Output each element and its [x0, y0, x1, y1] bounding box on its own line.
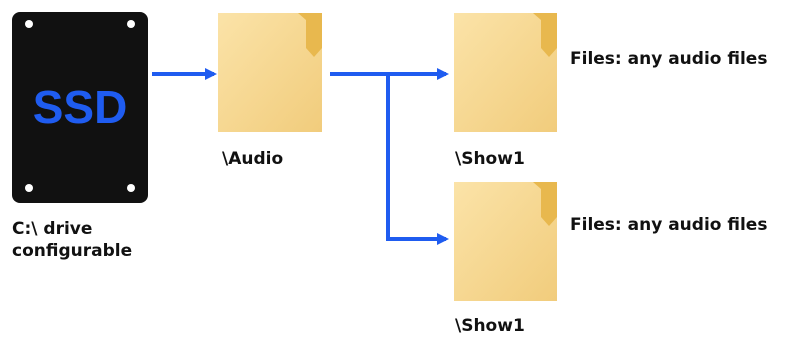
- audio-folder-icon: [218, 13, 322, 132]
- ssd-caption: C:\ drive configurable: [12, 218, 132, 262]
- ssd-caption-line2: configurable: [12, 241, 133, 261]
- branch-arrows: [330, 68, 449, 245]
- show1-top-folder-icon: [454, 13, 557, 132]
- show1-bottom-folder-label: \Show1: [455, 316, 525, 336]
- ssd-screw-bottom-right: [127, 184, 135, 192]
- show1-bottom-folder-front: [454, 182, 557, 301]
- show1-bottom-folder-tab: [533, 182, 557, 226]
- ssd-label: SSD: [33, 81, 128, 133]
- audio-folder-tab: [298, 13, 322, 57]
- show1-top-folder-front: [454, 13, 557, 132]
- audio-folder-label: \Audio: [222, 149, 284, 169]
- ssd-body: [12, 12, 148, 203]
- files-note-bottom: Files: any audio files: [570, 215, 768, 235]
- ssd-screw-top-right: [127, 20, 135, 28]
- show1-top-folder-tab: [533, 13, 557, 57]
- ssd-drive-icon: SSD: [12, 12, 148, 203]
- show1-bottom-folder-icon: [454, 182, 557, 301]
- ssd-caption-line1: C:\ drive: [12, 219, 93, 239]
- ssd-screw-bottom-left: [25, 184, 33, 192]
- files-note-top: Files: any audio files: [570, 49, 768, 69]
- audio-folder-front: [218, 13, 322, 132]
- show1-top-folder-label: \Show1: [455, 149, 525, 169]
- ssd-screw-top-left: [25, 20, 33, 28]
